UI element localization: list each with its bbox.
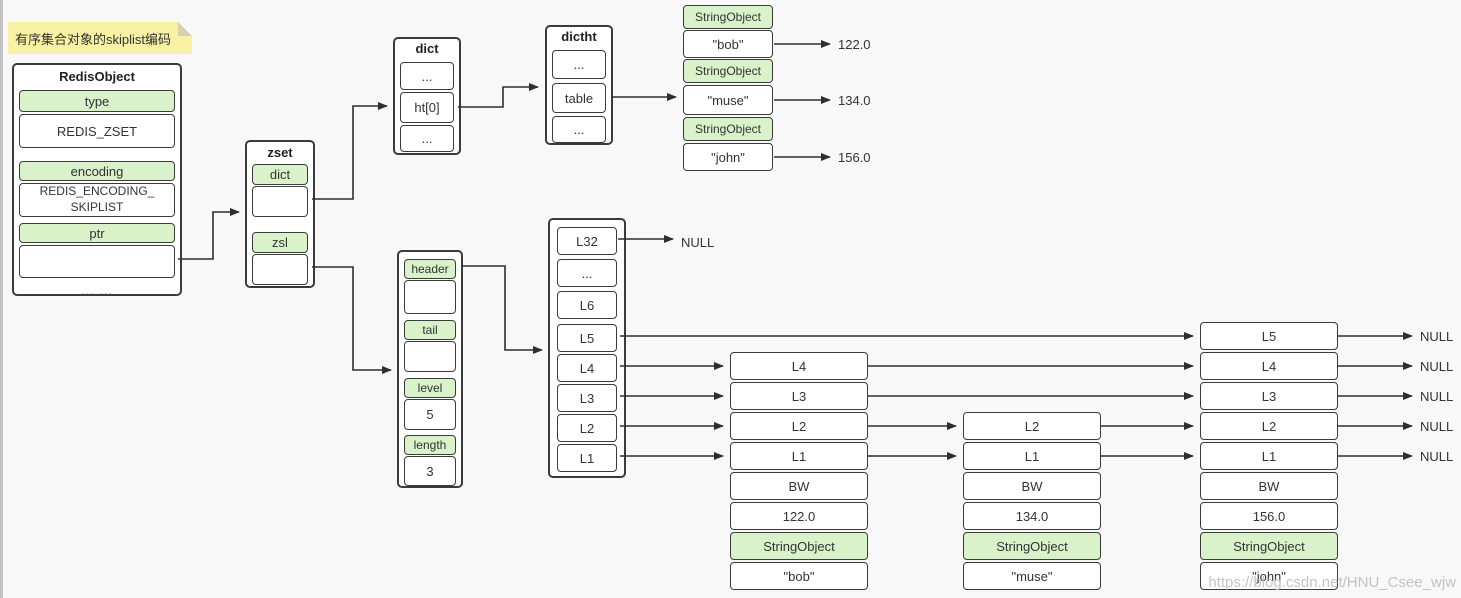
arrow-zsl-to-zskiplist (312, 266, 392, 374)
dictht-title: dictht (561, 29, 597, 44)
arrow-header-to-headernode (461, 265, 543, 354)
zsl-length-label-cell: length (404, 435, 456, 455)
bob-score: 122.0 (730, 502, 868, 530)
member-column: StringObject "bob" StringObject "muse" S… (683, 5, 773, 171)
zsl-level-label-cell: level (404, 378, 456, 398)
zsl-length-value-cell: 3 (404, 456, 456, 486)
score-muse: 134.0 (838, 93, 871, 108)
header-cell-l32: L32 (557, 227, 617, 255)
type-label-cell: type (19, 90, 175, 112)
null-label-l3: NULL (1420, 389, 1454, 404)
header-cell-l3: L3 (557, 384, 617, 412)
zset-dict-label-cell: dict (252, 164, 308, 185)
member-john-name: "john" (683, 143, 773, 171)
arrow-ptr-to-zset (178, 208, 240, 260)
john-l3: L3 (1200, 382, 1338, 410)
dictht-box: dictht ... table ... (545, 25, 613, 145)
bob-l3: L3 (730, 382, 868, 410)
null-label-l32: NULL (681, 235, 715, 250)
page-edge-strip (0, 0, 3, 598)
sticky-note: 有序集合对象的skiplist编码 (8, 22, 192, 54)
bob-bw: BW (730, 472, 868, 500)
john-l2: L2 (1200, 412, 1338, 440)
muse-score: 134.0 (963, 502, 1101, 530)
skiplist-header-node: L32 ... L6 L5 L4 L3 L2 L1 (548, 218, 626, 478)
bob-l1: L1 (730, 442, 868, 470)
muse-stringobject: StringObject (963, 532, 1101, 560)
sticky-note-text: 有序集合对象的skiplist编码 (15, 31, 172, 47)
bob-name: "bob" (730, 562, 868, 590)
member-bob-tag: StringObject (683, 5, 773, 29)
skiplist-node-john: L5 L4 L3 L2 L1 BW 156.0 StringObject "jo… (1200, 322, 1338, 590)
dict-cell-0: ... (400, 62, 454, 90)
skiplist-node-muse: L2 L1 BW 134.0 StringObject "muse" (963, 412, 1101, 590)
arrow-ht0-to-dictht (458, 83, 539, 108)
muse-bw: BW (963, 472, 1101, 500)
zsl-tail-label-cell: tail (404, 320, 456, 340)
zset-title: zset (267, 145, 293, 160)
zsl-tail-pointer-cell (404, 341, 456, 372)
redisobject-title: RedisObject (59, 69, 135, 84)
skiplist-node-bob: L4 L3 L2 L1 BW 122.0 StringObject "bob" (730, 352, 868, 590)
john-score: 156.0 (1200, 502, 1338, 530)
dict-title: dict (415, 41, 439, 56)
john-name: "john" (1200, 562, 1338, 590)
header-cell-l6: L6 (557, 291, 617, 319)
encoding-label-cell: encoding (19, 161, 175, 181)
redisobject-box: RedisObject type REDIS_ZSET encoding RED… (12, 63, 182, 298)
header-cell-l4: L4 (557, 354, 617, 382)
header-cell-l5: L5 (557, 324, 617, 352)
null-label-l5: NULL (1420, 329, 1454, 344)
bob-stringobject: StringObject (730, 532, 868, 560)
dict-cell-ht0: ht[0] (400, 92, 454, 123)
zset-zsl-pointer-cell (252, 254, 308, 285)
john-bw: BW (1200, 472, 1338, 500)
bob-l2: L2 (730, 412, 868, 440)
member-john-tag: StringObject (683, 117, 773, 141)
null-label-l4: NULL (1420, 359, 1454, 374)
john-l1: L1 (1200, 442, 1338, 470)
header-cell-l1: L1 (557, 444, 617, 472)
ptr-value-cell (19, 245, 175, 278)
dictht-cell-table: table (552, 83, 606, 113)
john-stringobject: StringObject (1200, 532, 1338, 560)
john-l5: L5 (1200, 322, 1338, 350)
zskiplist-box: header tail level 5 length 3 (397, 250, 463, 488)
zsl-level-value-cell: 5 (404, 399, 456, 430)
zsl-header-pointer-cell (404, 280, 456, 314)
zset-zsl-label-cell: zsl (252, 232, 308, 253)
header-cell-dots: ... (557, 259, 617, 287)
dict-cell-2: ... (400, 125, 454, 152)
null-label-l1: NULL (1420, 449, 1454, 464)
zset-dict-pointer-cell (252, 186, 308, 217)
type-value-cell: REDIS_ZSET (19, 114, 175, 148)
zsl-header-label-cell: header (404, 259, 456, 279)
zset-box: zset dict zsl (245, 140, 315, 288)
dictht-cell-0: ... (552, 50, 606, 79)
encoding-value-cell: REDIS_ENCODING_ SKIPLIST (19, 183, 175, 217)
muse-name: "muse" (963, 562, 1101, 590)
member-bob-name: "bob" (683, 30, 773, 58)
muse-l1: L1 (963, 442, 1101, 470)
ptr-label-cell: ptr (19, 223, 175, 243)
watermark-text: https://blog.csdn.net/HNU_Csee_wjw (1208, 574, 1456, 591)
arrow-zsetdict-to-dict (312, 102, 388, 200)
muse-l2: L2 (963, 412, 1101, 440)
member-muse-tag: StringObject (683, 59, 773, 83)
header-cell-l2: L2 (557, 414, 617, 442)
score-bob: 122.0 (838, 37, 871, 52)
null-label-l2: NULL (1420, 419, 1454, 434)
john-l4: L4 (1200, 352, 1338, 380)
score-john: 156.0 (838, 150, 871, 165)
dictht-cell-2: ... (552, 116, 606, 143)
redisobject-ellipsis: ... ... (80, 283, 114, 298)
member-muse-name: "muse" (683, 85, 773, 115)
dict-box: dict ... ht[0] ... (393, 37, 461, 155)
bob-l4: L4 (730, 352, 868, 380)
